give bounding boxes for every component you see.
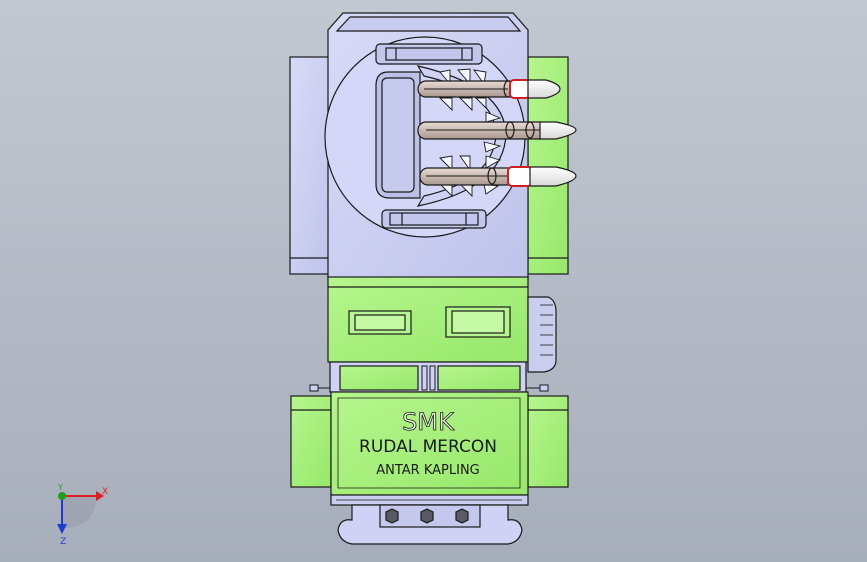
y-axis-dot (58, 492, 66, 500)
hood (330, 391, 529, 496)
missile-fins (438, 68, 502, 198)
windshield-left (339, 365, 419, 391)
turret-rail-top (375, 43, 483, 65)
subtitle-label: ANTAR KAPLING (376, 463, 480, 478)
missile-middle (417, 121, 577, 140)
x-axis-arrow (96, 491, 104, 501)
mirror-left (309, 384, 330, 392)
launcher-rear-hatch (335, 16, 522, 32)
z-axis-arrow (57, 524, 67, 534)
launcher-mount-inner (381, 77, 415, 193)
left-rear-panel (289, 56, 333, 275)
axis-triad[interactable]: X Z Y (57, 483, 108, 547)
turret-rail-bottom (381, 209, 487, 229)
x-axis-label: X (102, 487, 108, 497)
wiper-posts (421, 365, 436, 391)
missile-top (417, 79, 561, 99)
brand-label: SMK (402, 408, 455, 436)
missile-bottom (419, 166, 577, 187)
tow-bolts (385, 508, 469, 524)
mirror-right (526, 384, 549, 392)
exhaust-stack (527, 296, 557, 373)
triad-shadow (62, 496, 96, 528)
truck-model[interactable] (289, 12, 577, 545)
title-label: RUDAL MERCON (359, 437, 497, 457)
z-axis-label: Z (60, 537, 66, 547)
windshield-right (437, 365, 521, 391)
y-axis-label: Y (57, 483, 63, 492)
